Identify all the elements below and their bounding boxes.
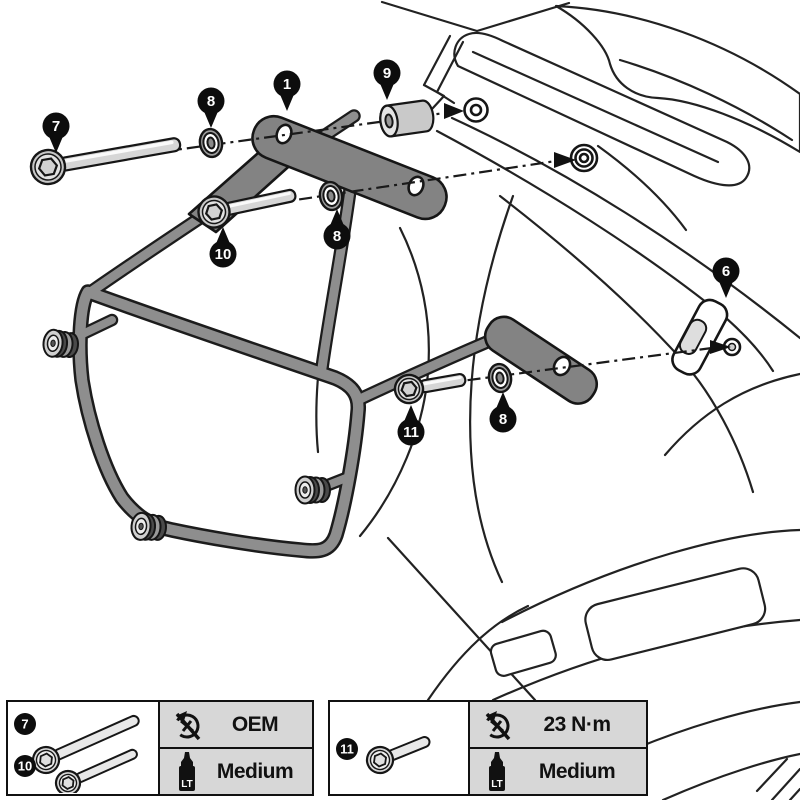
part-number-badge: 11 — [336, 738, 358, 760]
rack-strut-line — [435, 40, 465, 94]
callout-6: 6 — [712, 257, 740, 298]
callout-layer: 7 8 1 9 10 8 6 11 8 — [42, 59, 740, 446]
spec-parts-drawing: 7 10 — [14, 713, 140, 797]
bolt-10 — [197, 188, 297, 229]
carrier-peg — [130, 511, 167, 541]
callout-9: 9 — [373, 59, 401, 100]
washer-8 — [487, 362, 513, 394]
frame-mount-point-rear — [569, 143, 599, 173]
callout-8: 8 — [323, 209, 351, 250]
svg-text:8: 8 — [333, 228, 341, 245]
svg-text:8: 8 — [207, 93, 215, 110]
subframe-line — [596, 144, 688, 232]
body-panel-line — [426, 604, 530, 702]
threadlocker-bottle-icon: LT — [478, 751, 516, 792]
torque-spec-row: OEM — [160, 702, 312, 747]
subframe-line — [450, 116, 800, 340]
svg-text:10: 10 — [18, 759, 32, 774]
motorcycle-outline — [315, 0, 800, 800]
carrier-peg — [294, 475, 331, 505]
svg-text:9: 9 — [383, 65, 391, 82]
callout-8: 8 — [197, 87, 225, 128]
svg-text:7: 7 — [52, 118, 60, 135]
callout-1: 1 — [273, 70, 301, 111]
callout-11: 11 — [397, 405, 425, 446]
bolt-7-thumbnail — [31, 714, 140, 775]
bolt-7 — [29, 137, 182, 186]
subframe-line — [663, 372, 800, 457]
part-number-badge: 7 — [14, 713, 36, 735]
callout-10: 10 — [209, 227, 237, 268]
torque-spec-row: 23 N·m — [470, 702, 646, 747]
rack-strut-line — [422, 34, 452, 87]
bolt-10-thumbnail — [54, 748, 138, 797]
svg-text:7: 7 — [21, 717, 28, 732]
washer-8 — [198, 127, 224, 159]
torque-spec-value: OEM — [231, 712, 279, 736]
body-panel-line — [386, 536, 537, 702]
svg-text:LT: LT — [181, 779, 192, 790]
small-body-panel — [489, 629, 557, 677]
tail-cowl — [554, 4, 800, 154]
callout-8: 8 — [489, 392, 517, 433]
spec-parts-cell: 11 — [330, 702, 470, 794]
svg-text:6: 6 — [722, 263, 730, 280]
subframe-line — [435, 129, 775, 373]
spec-box-bolt-11: 11 23 N·m LT — [328, 700, 648, 796]
mount-arrow-icon — [710, 340, 731, 354]
lower-bracket-plate — [483, 315, 599, 405]
tail-cowl-crease — [618, 58, 794, 142]
torque-wrench-crossed-icon — [168, 708, 206, 742]
callout-7: 7 — [42, 112, 70, 153]
hatch-lines — [755, 757, 800, 800]
svg-text:LT: LT — [491, 779, 502, 790]
assembly-line-lower — [415, 346, 713, 389]
bolt-11-thumbnail — [365, 736, 431, 775]
grab-rail-inner-line — [471, 50, 720, 164]
spec-box-bolts-7-10: 7 10 OEM — [6, 700, 314, 797]
spec-parts-drawing: 11 — [336, 736, 431, 775]
carrier-peg — [42, 328, 79, 359]
threadlocker-bottle-icon: LT — [168, 751, 206, 792]
seat-edge-line — [380, 0, 571, 33]
part-number-badge: 10 — [14, 755, 36, 777]
washer-8 — [318, 180, 344, 212]
frame-mount-point-front — [463, 97, 489, 123]
rack-strut-line — [435, 90, 456, 105]
mount-arrow-icon — [554, 152, 576, 168]
svg-text:10: 10 — [215, 246, 232, 263]
threadlocker-spec-row: LT Medium — [160, 747, 312, 794]
torque-wrench-crossed-icon — [478, 708, 516, 742]
fender-line — [500, 528, 800, 624]
adapter-bracket-6 — [671, 298, 742, 376]
mount-arrow-icon — [444, 103, 464, 119]
svg-text:8: 8 — [499, 411, 507, 428]
svg-text:1: 1 — [283, 76, 291, 93]
svg-text:11: 11 — [403, 424, 419, 441]
torque-spec-value: 23 N·m — [543, 712, 611, 736]
threadlocker-spec-value: Medium — [538, 759, 616, 783]
spacer-9 — [379, 99, 435, 138]
threadlocker-spec-row: LT Medium — [470, 747, 646, 794]
threadlocker-spec-value: Medium — [216, 759, 294, 783]
large-body-panel — [584, 567, 767, 662]
bolt-11 — [393, 372, 467, 405]
body-panel-line — [469, 194, 515, 584]
fender-line — [661, 752, 800, 800]
spec-parts-cell: 7 10 — [8, 702, 160, 797]
svg-text:11: 11 — [340, 742, 354, 757]
